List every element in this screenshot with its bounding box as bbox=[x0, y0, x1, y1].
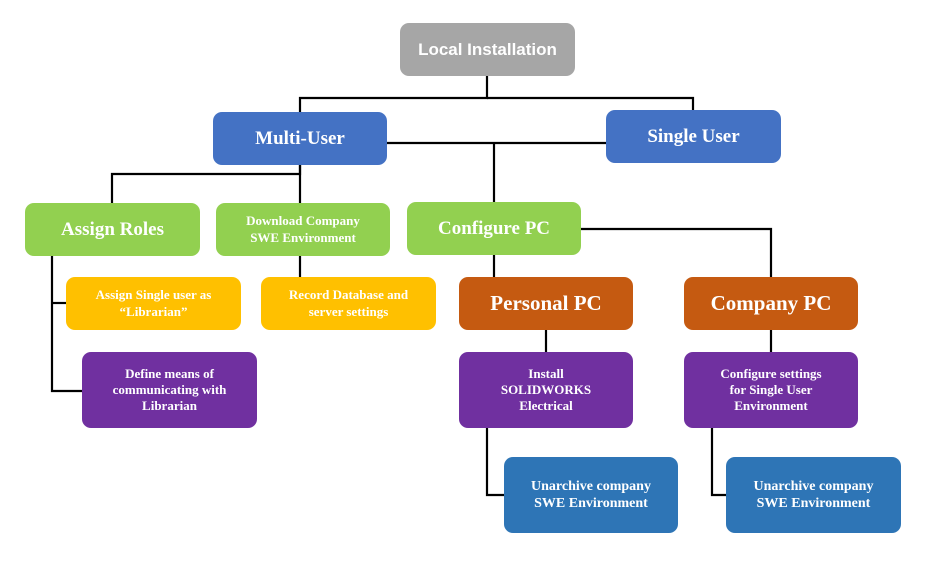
node-configure-settings: Configure settings for Single User Envir… bbox=[684, 352, 858, 428]
node-define-means: Define means of communicating with Libra… bbox=[82, 352, 257, 428]
node-personal-pc: Personal PC bbox=[459, 277, 633, 330]
connector-configure-unarchive bbox=[710, 428, 726, 497]
connector-configure-company-pc bbox=[581, 227, 773, 277]
node-single-user: Single User bbox=[606, 110, 781, 163]
connector-multi-user-assign-roles bbox=[110, 165, 302, 203]
node-unarchive-personal: Unarchive company SWE Environment bbox=[504, 457, 678, 533]
connector-install-unarchive bbox=[485, 428, 504, 497]
node-unarchive-company: Unarchive company SWE Environment bbox=[726, 457, 901, 533]
connector-assign-roles-children bbox=[50, 256, 82, 393]
node-configure-pc: Configure PC bbox=[407, 202, 581, 255]
node-record-database: Record Database and server settings bbox=[261, 277, 436, 330]
node-local-installation: Local Installation bbox=[400, 23, 575, 76]
connector-root-single-user bbox=[487, 96, 695, 110]
node-multi-user: Multi-User bbox=[213, 112, 387, 165]
node-assign-librarian: Assign Single user as “Librarian” bbox=[66, 277, 241, 330]
node-company-pc: Company PC bbox=[684, 277, 858, 330]
connector-root-multi-user bbox=[298, 76, 489, 112]
node-download-company: Download Company SWE Environment bbox=[216, 203, 390, 256]
node-assign-roles: Assign Roles bbox=[25, 203, 200, 256]
node-install-solidworks: Install SOLIDWORKS Electrical bbox=[459, 352, 633, 428]
